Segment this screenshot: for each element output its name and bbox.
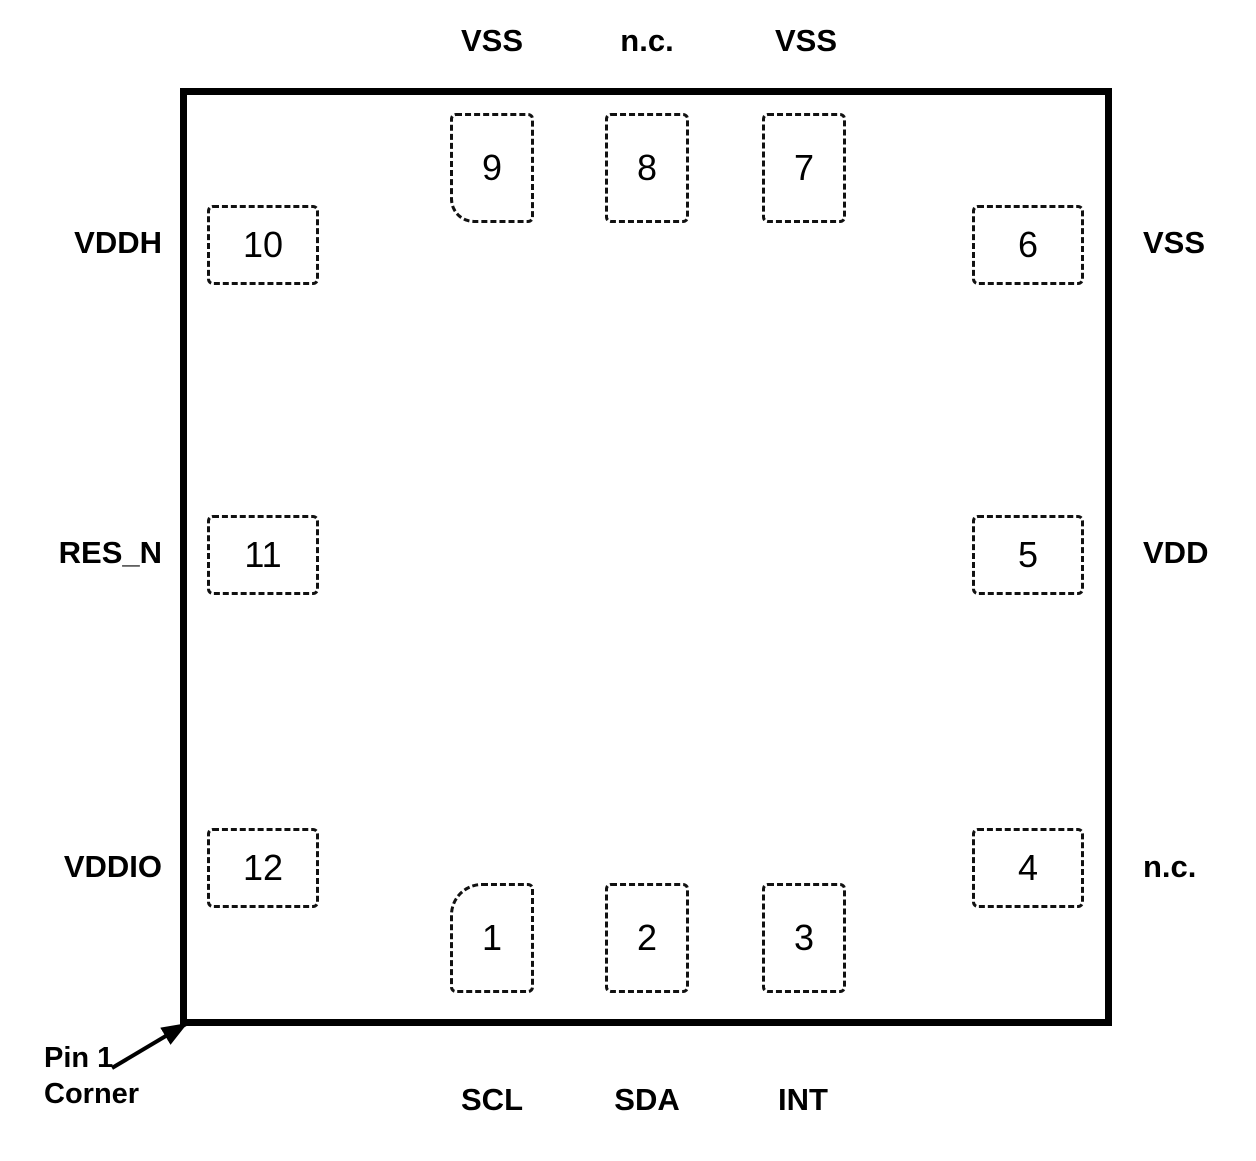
pin-label-top-8: n.c. <box>620 23 674 58</box>
pin-label-right-6: VSS <box>1143 225 1206 260</box>
pin-number-9: 9 <box>481 147 503 188</box>
pin-pad-4: 4 <box>972 828 1084 908</box>
pin-pad-6: 6 <box>972 205 1084 285</box>
pin-pad-3: 3 <box>762 883 846 993</box>
pin-pad-5: 5 <box>972 515 1084 595</box>
chip-outline <box>180 88 1112 1026</box>
pin-label-bottom-2: SDA <box>614 1082 680 1117</box>
pin-pad-9: 9 <box>450 113 534 223</box>
pin-label-left-12: VDDIO <box>63 849 162 884</box>
pin-number-3: 3 <box>793 917 815 958</box>
pin-number-2: 2 <box>636 917 658 958</box>
pin-label-top-7: VSS <box>774 23 838 58</box>
pin-label-right-4: n.c. <box>1143 849 1197 884</box>
pin-number-11: 11 <box>244 534 282 575</box>
pin-pad-12: 12 <box>207 828 319 908</box>
pin-number-7: 7 <box>793 147 815 188</box>
pin-pad-2: 2 <box>605 883 689 993</box>
pin-pad-7: 7 <box>762 113 846 223</box>
pin1-corner-note-line1: Pin 1 <box>44 1042 114 1074</box>
pin-pad-11: 11 <box>207 515 319 595</box>
pin1-corner-note-line2: Corner <box>44 1078 140 1111</box>
pin-label-bottom-1: SCL <box>461 1082 523 1117</box>
pin-number-8: 8 <box>636 147 658 188</box>
pin-label-bottom-3: INT <box>778 1082 828 1117</box>
pin-label-left-10: VDDH <box>74 225 162 260</box>
pin-label-top-9: VSS <box>460 23 524 58</box>
pin1-corner-note: Pin 1 Corner <box>44 1040 139 1113</box>
pin-pad-10: 10 <box>207 205 319 285</box>
pin-number-12: 12 <box>242 847 284 888</box>
pin-number-10: 10 <box>242 224 284 265</box>
pin-number-4: 4 <box>1017 847 1039 888</box>
pin-number-5: 5 <box>1017 534 1039 575</box>
pin-number-1: 1 <box>481 917 503 958</box>
pin-label-right-5: VDD <box>1143 535 1209 570</box>
pin-pad-1: 1 <box>450 883 534 993</box>
pin-pad-8: 8 <box>605 113 689 223</box>
pin-label-left-11: RES_N <box>58 535 162 570</box>
pin-number-6: 6 <box>1017 224 1039 265</box>
